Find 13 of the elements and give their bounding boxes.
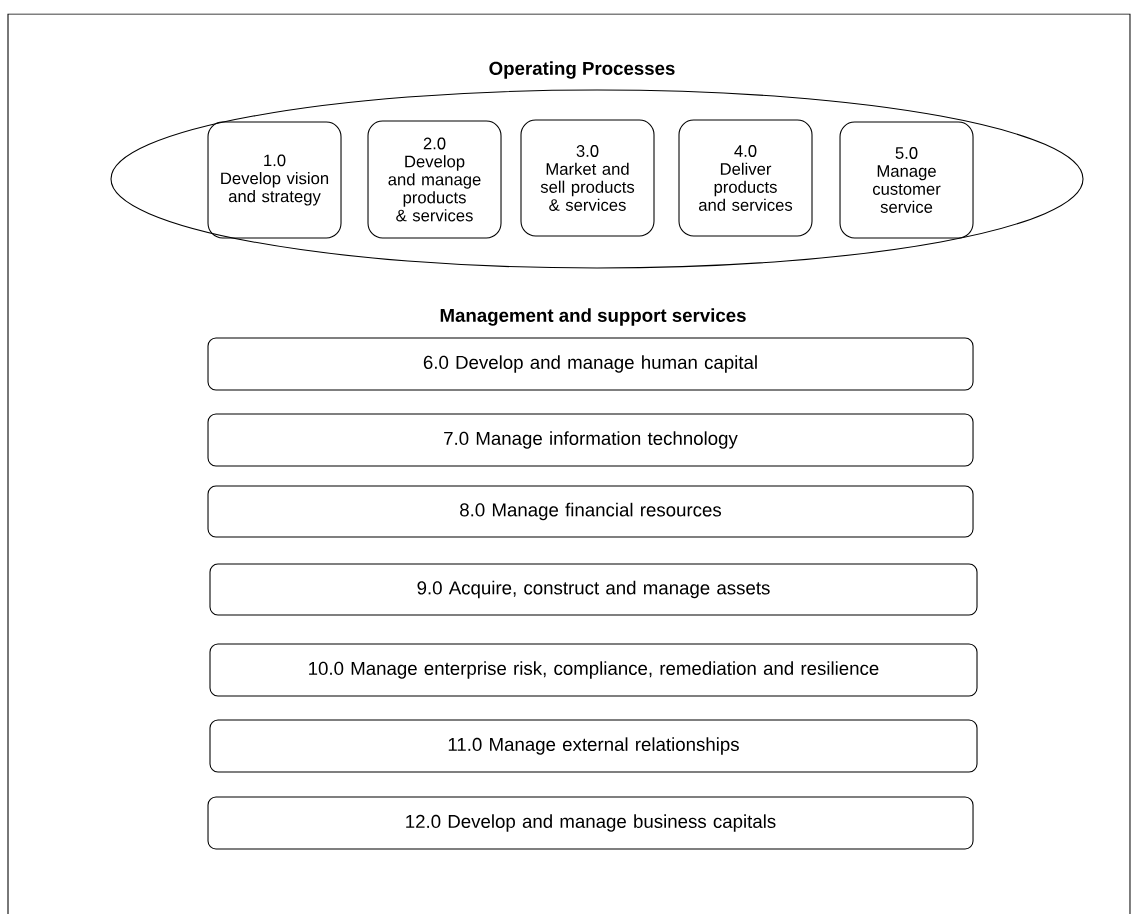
process-box: 4.0 Deliver products and services: [678, 119, 813, 237]
process-box: 2.0 Develop and manage products & services: [367, 120, 502, 239]
process-box: 1.0 Develop vision and strategy: [207, 121, 342, 239]
process-box: 5.0 Manage customer service: [839, 121, 974, 239]
service-box: 8.0 Manage financial resources: [207, 485, 974, 538]
service-box: 10.0 Manage enterprise risk, compliance, remediation and resilience: [209, 643, 978, 697]
service-box: 6.0 Develop and manage human capital: [207, 337, 974, 391]
node-label: Operating Processes: [489, 61, 675, 79]
process-box: 3.0 Market and sell products & services: [520, 119, 655, 237]
service-box: 12.0 Develop and manage business capitals: [207, 796, 974, 850]
service-box: 11.0 Manage external relationships: [209, 719, 978, 773]
service-box: 7.0 Manage information technology: [207, 413, 974, 467]
service-box: 9.0 Acquire, construct and manage assets: [209, 563, 978, 616]
